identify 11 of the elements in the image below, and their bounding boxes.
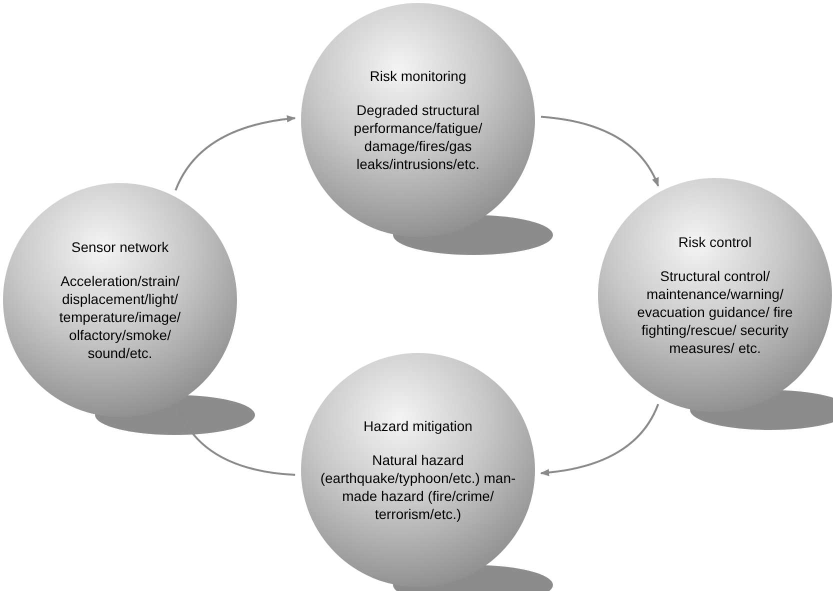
node-title: Hazard mitigation: [364, 417, 472, 435]
node-description: Acceleration/strain/ displacement/light/ temperature/image/ olfactory/smoke/ sound/etc.: [58, 272, 182, 362]
node-description: Natural hazard (earthquake/typhoon/etc.) man-made hazard (fire/crime/ terrorism/etc.): [319, 451, 517, 523]
node-title: Risk control: [678, 233, 752, 251]
arrow: [174, 115, 296, 191]
arrow: [540, 404, 660, 476]
node-title: Risk monitoring: [370, 67, 466, 85]
node-description: Structural control/ maintenance/warning/ evacuation guidance/ fire fighting/rescue/ security measures/ etc.: [636, 267, 794, 357]
node-description: Degraded structural performance/fatigue/ damage/fires/gas leaks/intrusions/etc.: [352, 101, 484, 173]
node-title: Sensor network: [71, 238, 169, 256]
arrow: [540, 116, 660, 187]
